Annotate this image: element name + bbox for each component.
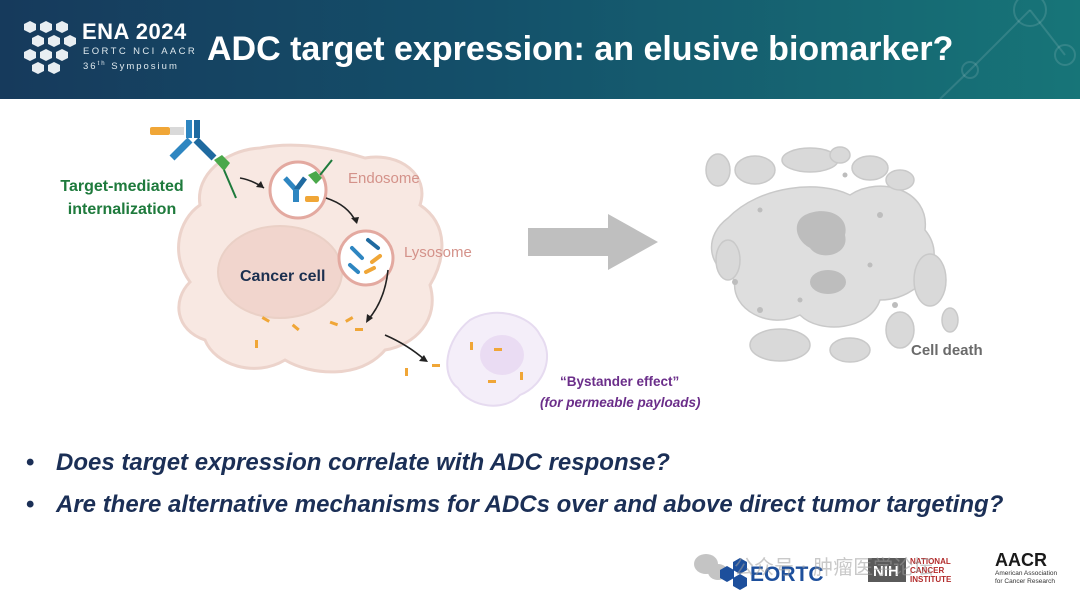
bullet-item: •Does target expression correlate with A… <box>26 446 1003 488</box>
lysosome-shape <box>337 229 395 287</box>
degraded-adc-icon <box>348 238 382 274</box>
logo-symposium: 36th Symposium <box>83 61 179 73</box>
aacr-sub1: American Association <box>995 570 1058 577</box>
bystander-cell-shape <box>446 311 549 407</box>
lysosome-label: Lysosome <box>404 244 472 261</box>
slide-header: ENA 2024 EORTC NCI AACR 36th Symposium A… <box>0 0 1080 99</box>
target-mediated-label: Target-mediated internalization <box>60 178 184 218</box>
logo-title: ENA 2024 <box>82 19 187 44</box>
ena-hexagon-logo-icon <box>24 21 76 74</box>
nci-line2: CANCER <box>910 566 944 575</box>
cancer-cell-label: Cancer cell <box>240 268 326 285</box>
aacr-sub2: for Cancer Research <box>995 578 1055 585</box>
bullet-list: •Does target expression correlate with A… <box>26 446 1003 530</box>
bystander-effect-label: “Bystander effect” <box>560 374 680 389</box>
partner-logos: EORTC NIH NATIONAL CANCER INSTITUTE AACR… <box>694 550 1058 590</box>
cell-death-fragments <box>705 146 959 363</box>
footer-logos: EORTC NIH NATIONAL CANCER INSTITUTE AACR… <box>690 544 1080 607</box>
adc-mechanism-diagram <box>150 120 959 407</box>
endosome-label: Endosome <box>348 170 420 187</box>
internalized-adc-icon <box>283 159 333 202</box>
nih-box <box>868 558 906 582</box>
nci-line1: NATIONAL <box>910 557 951 566</box>
aacr-text: AACR <box>995 550 1047 570</box>
bystander-subtitle: (for permeable payloads) <box>540 395 701 410</box>
adc-antibody-icon <box>150 120 237 199</box>
released-payload-icons <box>255 316 440 376</box>
watermark-text: 公众号 · 肿瘤医学论坛 <box>734 555 933 579</box>
nih-text: NIH <box>873 563 899 580</box>
eortc-text: EORTC <box>750 563 824 586</box>
bullet-dot-icon: • <box>26 449 35 476</box>
logo-org: EORTC NCI AACR <box>83 46 198 57</box>
nci-line3: INSTITUTE <box>910 575 952 584</box>
molecule-decoration-icon <box>939 0 1076 99</box>
eortc-logo-icon <box>720 558 747 590</box>
slide-title: ADC target expression: an elusive biomar… <box>207 30 954 68</box>
cell-death-label: Cell death <box>911 342 983 359</box>
bullet-item: •Are there alternative mechanisms for AD… <box>26 488 1003 530</box>
bullet-dot-icon: • <box>26 491 35 518</box>
big-gray-arrow-icon <box>528 214 658 270</box>
